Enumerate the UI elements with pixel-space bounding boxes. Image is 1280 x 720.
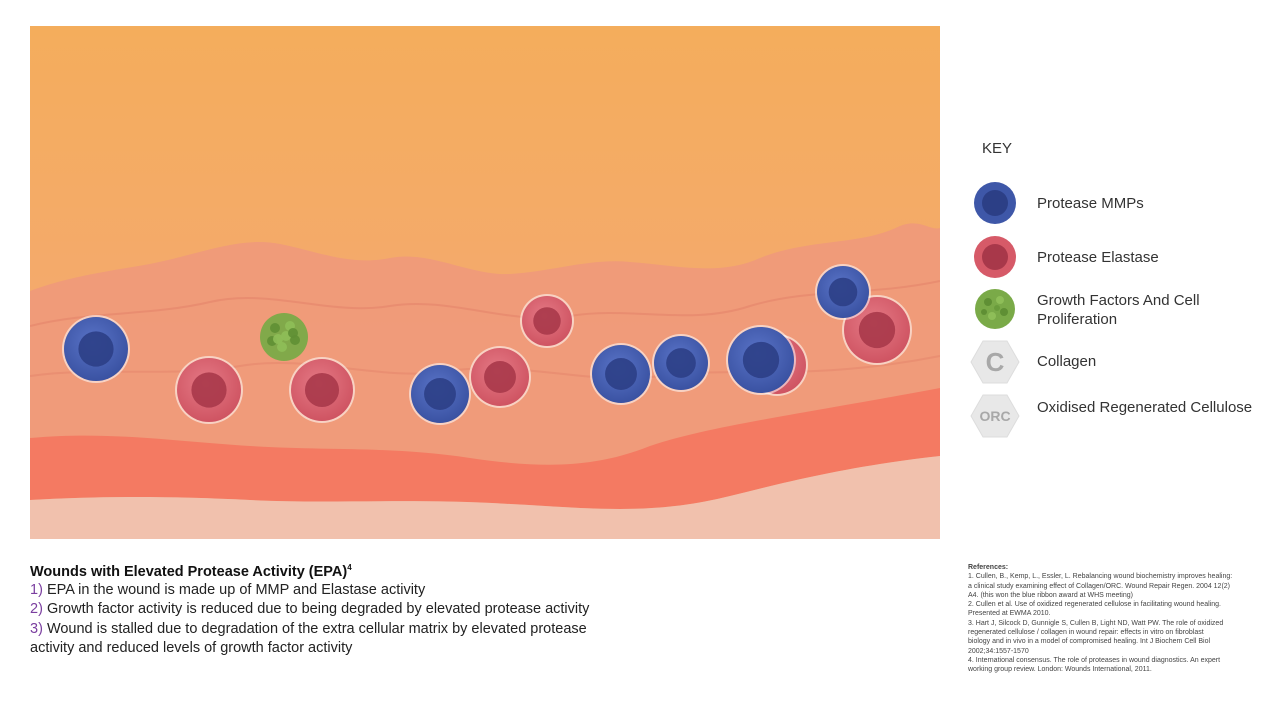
mmp-cell xyxy=(409,363,471,425)
reference-line: Presented at EWMA 2010. xyxy=(968,610,1051,618)
elastase-cell xyxy=(289,357,355,423)
caption-line-number: 3) xyxy=(30,620,43,637)
key-item-label: Oxidised Regenerated Cellulose xyxy=(1037,399,1253,416)
reference-line: 3. Hart J, Silcock D, Gunnigle S, Cullen… xyxy=(968,619,1224,627)
mmp-cell xyxy=(726,325,796,395)
caption-line: activity and reduced levels of growth fa… xyxy=(30,639,670,659)
caption-title-superscript: 4 xyxy=(347,563,352,572)
base-layer xyxy=(30,456,940,539)
reference-line: 1. Cullen, B., Kemp, L., Essler, L. Reba… xyxy=(968,573,1233,581)
key-item-label: Collagen xyxy=(1037,353,1097,370)
key-item-label: Protease MMPs xyxy=(1037,195,1144,212)
key-item-orc: ORC Oxidised Regenerated Cellulose xyxy=(970,393,1270,453)
reference-line: 4. International consensus. The role of … xyxy=(968,656,1221,664)
mmp-cell xyxy=(62,315,130,383)
mmp-cell xyxy=(590,343,652,405)
orc-hexagon-icon: ORC xyxy=(970,394,1020,438)
protease-mmp-icon xyxy=(974,182,1016,224)
key-item-label: Protease Elastase xyxy=(1037,249,1159,266)
orc-symbol: ORC xyxy=(979,408,1010,424)
reference-line: regenerated cellulose / collagen in woun… xyxy=(968,629,1204,637)
caption-line-text: Growth factor activity is reduced due to… xyxy=(46,601,590,618)
caption-line-number: 2) xyxy=(30,601,43,618)
reference-line: a clinical study examining effect of Col… xyxy=(968,582,1230,590)
reference-line: 2002;34:1557-1570 xyxy=(968,647,1029,655)
dermis-band xyxy=(30,388,940,509)
wound-illustration xyxy=(30,26,940,539)
elastase-cell xyxy=(520,294,574,348)
reference-line: working group review. London: Wounds Int… xyxy=(968,666,1152,674)
protease-elastase-icon xyxy=(974,236,1016,278)
caption-line: 1) EPA in the wound is made up of MMP an… xyxy=(30,581,670,601)
caption-title: Wounds with Elevated Protease Activity (… xyxy=(30,563,670,580)
reference-line: 2. Cullen et al. Use of oxidized regener… xyxy=(968,601,1221,609)
key-item-label: Growth Factors And Cell Proliferation xyxy=(1037,292,1200,328)
caption-line-text: activity and reduced levels of growth fa… xyxy=(30,640,353,657)
key-item-protease-elastase: Protease Elastase xyxy=(970,236,1270,296)
mmp-cell xyxy=(815,264,871,320)
caption-line-text: EPA in the wound is made up of MMP and E… xyxy=(46,581,426,598)
references: References: 1. Cullen, B., Kemp, L., Ess… xyxy=(968,563,1258,675)
caption-title-text: Wounds with Elevated Protease Activity (… xyxy=(30,563,348,580)
growth-factor-icon xyxy=(975,289,1015,329)
caption-line-number: 1) xyxy=(30,581,43,598)
references-title: References: xyxy=(968,564,1009,571)
growth-factor-cell xyxy=(260,313,308,361)
cells-layer xyxy=(62,264,912,425)
tissue-folds xyxy=(30,280,940,327)
caption-line: 3) Wound is stalled due to degradation o… xyxy=(30,620,670,640)
key-item-protease-mmps: Protease MMPs xyxy=(970,182,1270,242)
wound-tissue-graphic xyxy=(30,26,940,539)
caption: Wounds with Elevated Protease Activity (… xyxy=(30,563,670,659)
collagen-symbol: C xyxy=(986,347,1005,377)
key-title: KEY xyxy=(982,140,1013,157)
key-item-collagen: C Collagen xyxy=(970,339,1270,399)
caption-line: 2) Growth factor activity is reduced due… xyxy=(30,600,670,620)
collagen-hexagon-icon: C xyxy=(970,340,1020,384)
mmp-cell xyxy=(652,334,710,392)
key-item-growth-factors: Growth Factors And Cell Proliferation xyxy=(970,288,1270,348)
reference-line: A4. (this won the blue ribbon award at W… xyxy=(968,591,1133,599)
elastase-cell xyxy=(469,346,531,408)
elastase-cell xyxy=(175,356,243,424)
reference-line: biology and in vivo in a model of compro… xyxy=(968,638,1211,646)
caption-line-text: Wound is stalled due to degradation of t… xyxy=(46,620,587,637)
